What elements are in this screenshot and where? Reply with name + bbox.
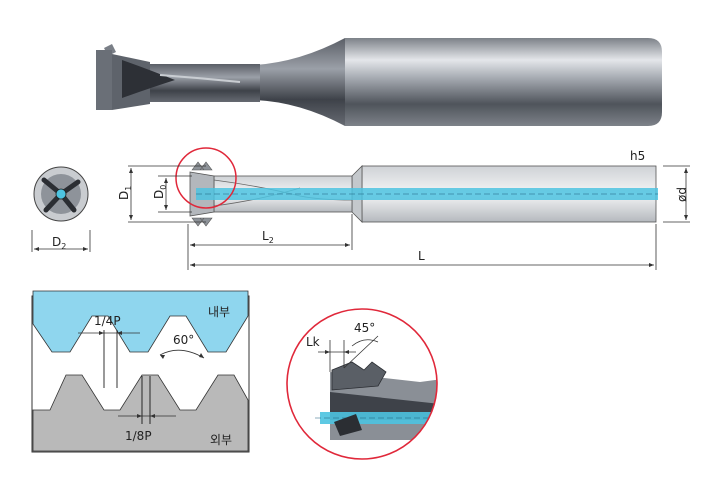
thread-profile-box: 1/4P 1/8P 60° 내부 외부	[31, 290, 250, 453]
od-label: ød	[675, 187, 689, 202]
eighth-p-label: 1/8P	[125, 429, 152, 443]
angle-45-label: 45°	[354, 321, 375, 335]
l-label: L	[418, 249, 425, 263]
internal-label: 내부	[208, 305, 230, 319]
l2-label: L2	[262, 229, 274, 245]
quarter-p-label: 1/4P	[94, 314, 121, 328]
d0-label: D0	[152, 185, 168, 199]
tool-3d-render	[96, 38, 662, 126]
cutting-edge-detail: Lk 45°	[286, 308, 438, 460]
front-end-view: D2	[31, 166, 91, 252]
h5-label: h5	[630, 149, 645, 163]
external-label: 외부	[210, 433, 232, 447]
internal-thread-profile	[32, 290, 249, 353]
lk-label: Lk	[306, 335, 320, 349]
d2-label: D2	[52, 235, 66, 251]
detail-highlight-circle	[175, 147, 237, 209]
d1-label: D1	[117, 186, 133, 200]
angle-60-label: 60°	[173, 333, 194, 347]
tool-side-view: D1 D0 ød h5 L2 L	[117, 147, 690, 270]
external-thread-profile	[32, 374, 249, 452]
